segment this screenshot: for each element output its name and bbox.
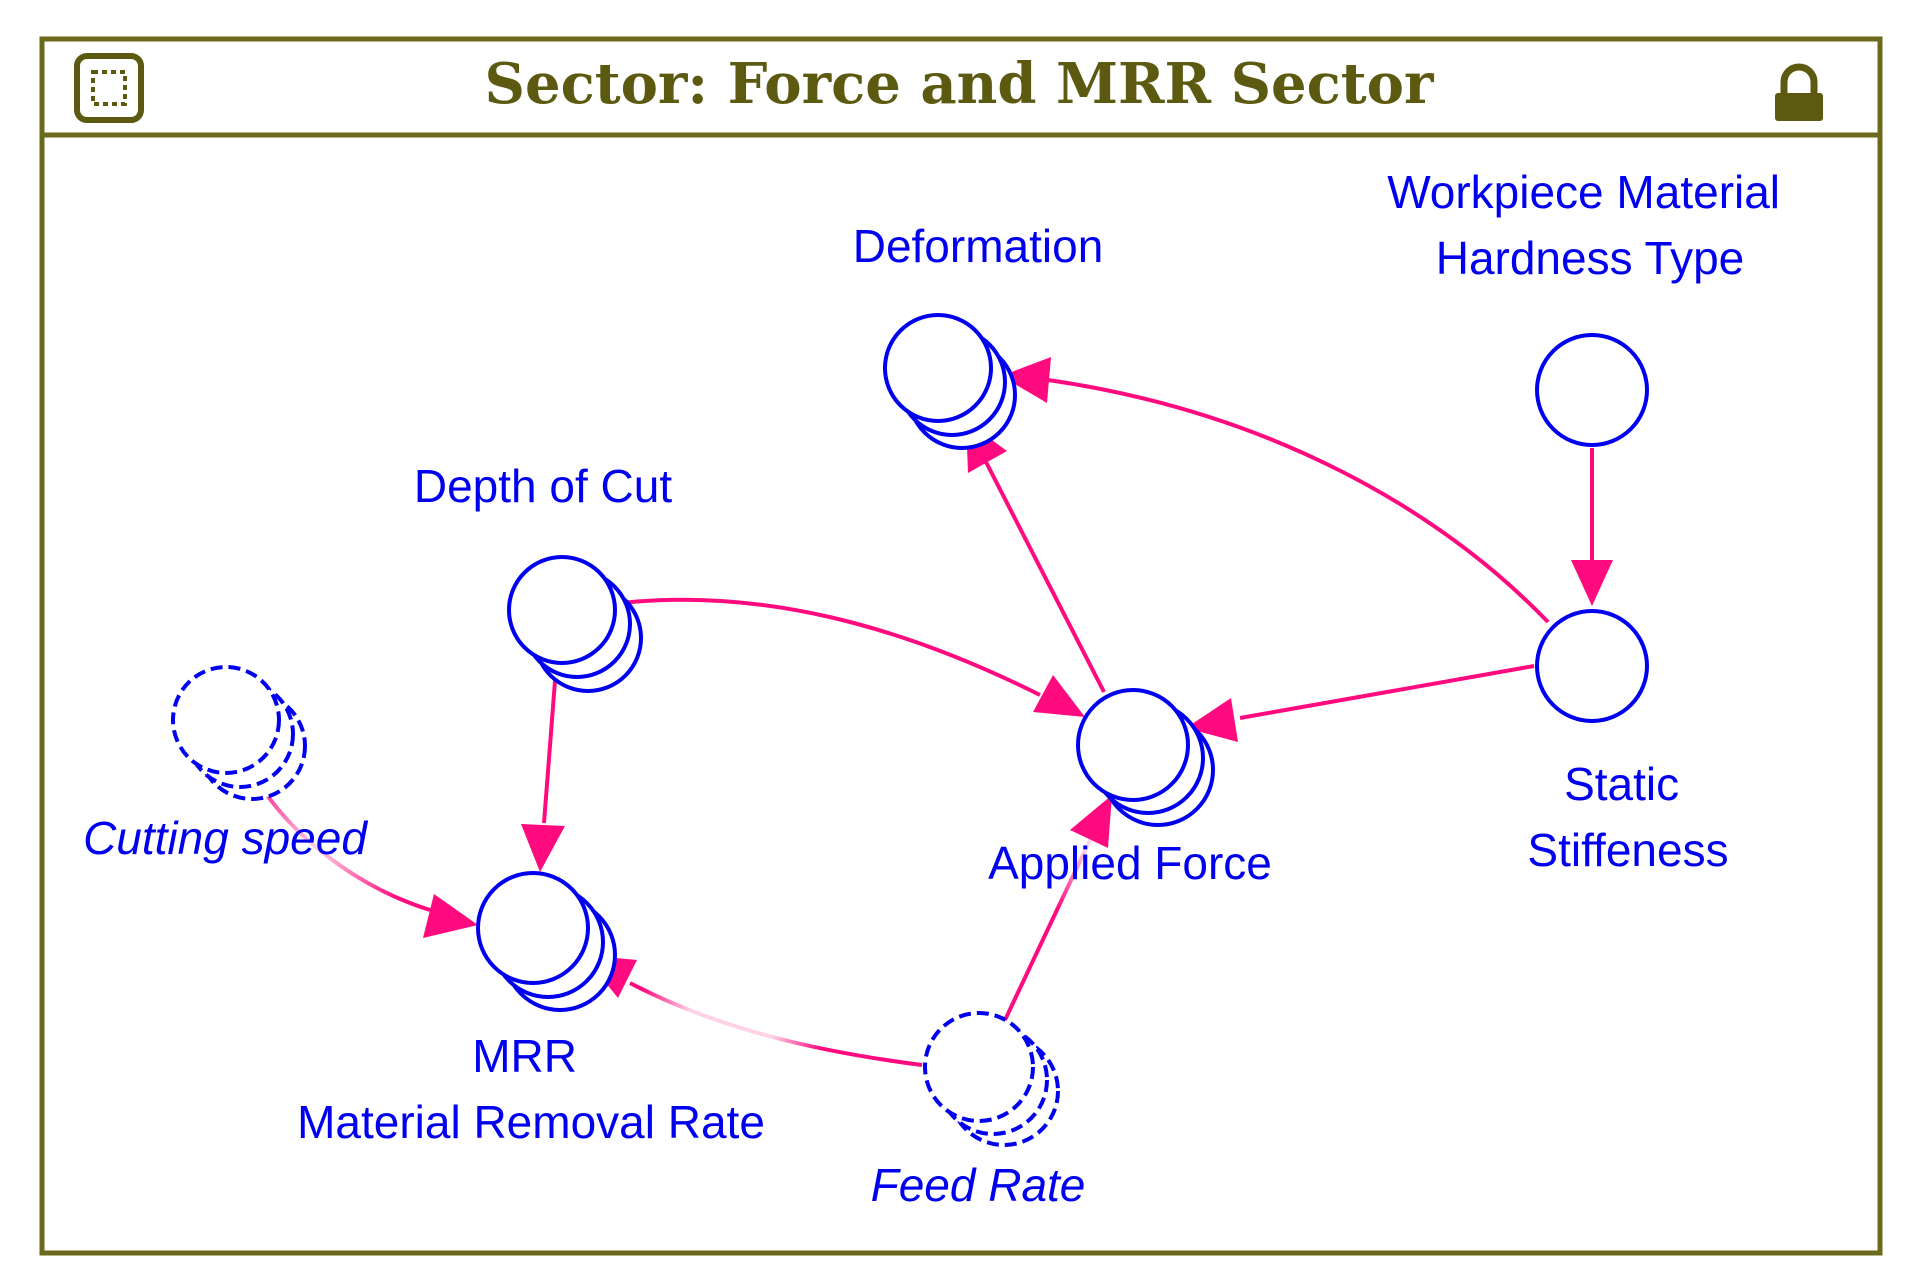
sector-title-bar: Sector: Force and MRR Sector	[74, 51, 1823, 123]
link-applied-to-deformation[interactable]	[966, 421, 1106, 693]
node-label: Applied Force	[988, 837, 1272, 889]
node-label: Depth of Cut	[414, 460, 672, 512]
link-depth-to-applied[interactable]	[620, 597, 1085, 717]
node-mrr[interactable]: MRR Material Removal Rate	[297, 871, 765, 1148]
sector-title: Sector: Force and MRR Sector	[485, 51, 1435, 117]
converter-circle	[1535, 609, 1649, 723]
arrowhead	[1070, 795, 1112, 848]
node-label: Static Stiffeness	[1527, 758, 1728, 876]
node-workpiece[interactable]: Workpiece Material Hardness Type	[1387, 166, 1793, 447]
node-static-stiffeness[interactable]: Static Stiffeness	[1527, 609, 1729, 876]
sector-frame	[39, 36, 1883, 1256]
link-static-to-applied[interactable]	[1186, 664, 1535, 742]
converter-circle	[883, 313, 993, 423]
ghost-circle	[923, 1011, 1035, 1123]
link-workpiece-to-static[interactable]	[1571, 448, 1613, 606]
converter-circle	[507, 555, 617, 665]
node-depth-of-cut[interactable]: Depth of Cut	[414, 460, 672, 693]
sector-frame-icon[interactable]	[74, 53, 144, 123]
arrowhead	[1571, 560, 1613, 606]
link-static-to-deformation[interactable]	[1001, 357, 1550, 624]
node-label: Feed Rate	[871, 1159, 1086, 1211]
nodes-layer: Workpiece Material Hardness Type Deforma…	[83, 166, 1793, 1211]
converter-circle	[1076, 688, 1190, 802]
lock-icon[interactable]	[1775, 63, 1823, 121]
node-feed-rate[interactable]: Feed Rate	[871, 1011, 1086, 1211]
arrowhead	[1033, 675, 1085, 717]
node-label: Cutting speed	[83, 812, 368, 864]
node-deformation[interactable]: Deformation	[853, 220, 1104, 450]
link-feed-to-applied[interactable]	[1003, 795, 1112, 1021]
ghost-circle	[171, 665, 281, 775]
node-applied-force[interactable]: Applied Force	[988, 688, 1272, 889]
link-depth-to-mrr[interactable]	[521, 667, 565, 872]
node-label: Workpiece Material Hardness Type	[1387, 166, 1793, 284]
link-feed-to-mrr[interactable]	[583, 955, 923, 1067]
node-label: MRR Material Removal Rate	[297, 1030, 765, 1148]
node-label: Deformation	[853, 220, 1104, 272]
arrowhead	[1001, 357, 1051, 403]
node-cutting-speed[interactable]: Cutting speed	[83, 665, 368, 864]
sector-border	[39, 36, 1883, 1256]
converter-circle	[476, 871, 590, 985]
converter-circle	[1535, 333, 1649, 447]
arrowhead	[521, 824, 565, 872]
arrowhead	[423, 894, 478, 938]
